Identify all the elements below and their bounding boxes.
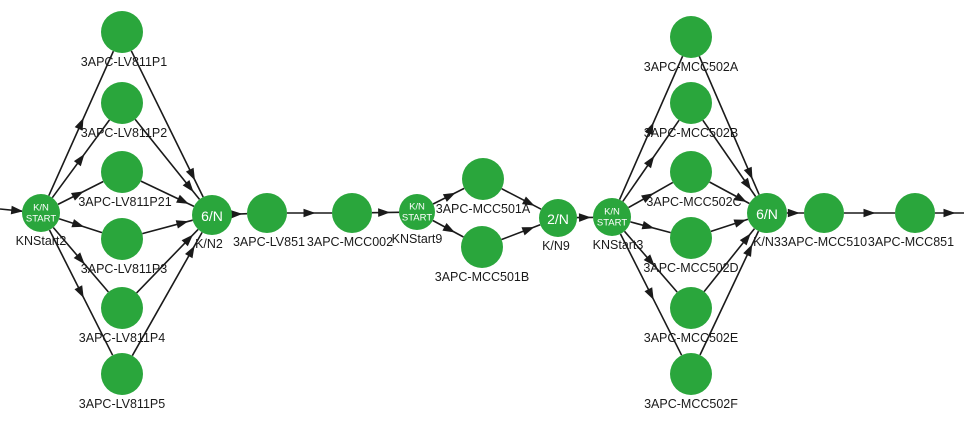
arrowhead-icon [185,167,195,181]
arrowhead-icon [73,252,85,265]
label-layer: KNStart2 3APC-LV811P1 3APC-LV811P2 3APC-LV8… [16,55,954,411]
node-lv811p5[interactable] [101,353,143,395]
node-lv811p21[interactable] [101,151,143,193]
arrowhead-icon [733,219,747,228]
arrowhead-icon [71,191,84,201]
node-lv811p2[interactable] [101,82,143,124]
node-label-lv811p3: 3APC-LV811P3 [81,262,167,276]
node-label-kn3: K/N3 [753,235,781,249]
arrowhead-icon [182,180,194,193]
node-mcc501b[interactable] [461,226,503,268]
arrowhead-icon [644,122,654,136]
node-label-mcc002: 3APC-MCC002 [307,235,393,249]
node-label-mcc502d: 3APC-MCC502D [643,261,738,275]
node-start-text-line2: START [402,213,432,224]
node-gate-text: 6/N [201,208,223,224]
arrowhead-icon [578,213,591,222]
node-label-mcc501a: 3APC-MCC501A [436,202,531,216]
node-mcc002[interactable] [332,193,372,233]
node-kn3[interactable] [747,193,787,233]
arrowhead-icon [641,221,655,230]
node-mcc510[interactable] [804,193,844,233]
arrowhead-icon [185,245,195,259]
node-label-mcc502e: 3APC-MCC502E [644,331,738,345]
node-label-lv811p21: 3APC-LV811P21 [78,195,171,209]
arrowhead-icon [740,177,752,190]
node-label-lv851: 3APC-LV851 [233,235,305,249]
node-start-text-line2: START [597,218,627,229]
node-label-mcc502f: 3APC-MCC502F [644,397,738,411]
node-label-mcc510: 3APC-MCC510 [781,235,867,249]
node-knstart2[interactable] [22,194,60,232]
node-lv811p3[interactable] [101,218,143,260]
arrowhead-icon [71,219,85,228]
node-label-knstart2: KNStart2 [16,234,67,248]
node-start-text-line1: K/N [33,203,49,214]
node-mcc502b[interactable] [670,82,712,124]
arrowhead-icon [73,154,85,167]
arrowhead-icon [644,287,654,300]
arrowhead-icon [734,192,747,202]
arrowhead-icon [743,244,753,257]
node-lv811p1[interactable] [101,11,143,53]
node-label-lv811p2: 3APC-LV811P2 [81,126,167,140]
node-mcc502f[interactable] [670,353,712,395]
arrowhead-icon [644,155,655,169]
node-label-knstart9: KNStart9 [392,232,443,246]
arrowhead-icon [74,285,84,298]
arrowhead-icon [175,220,189,229]
node-knstart3[interactable] [593,198,631,236]
node-start-text-line2: START [26,214,56,225]
arrowhead-icon [787,208,800,218]
node-label-mcc502b: 3APC-MCC502B [644,126,738,140]
node-mcc502c[interactable] [670,151,712,193]
node-kn2[interactable] [192,195,232,235]
arrowhead-icon [378,208,391,217]
node-mcc502a[interactable] [670,16,712,58]
node-label-lv811p1: 3APC-LV811P1 [81,55,167,69]
arrowhead-icon [739,233,751,246]
node-mcc501a[interactable] [462,158,504,200]
node-lv811p4[interactable] [101,287,143,329]
arrowhead-icon [10,205,24,215]
node-start-text-line1: K/N [604,207,620,218]
node-mcc851[interactable] [895,193,935,233]
arrowhead-icon [863,208,876,218]
arrowhead-icon [74,117,84,131]
node-label-lv811p5: 3APC-LV811P5 [79,397,165,411]
node-label-knstart3: KNStart3 [593,238,644,252]
node-label-kn2: K/N2 [195,237,223,251]
arrowhead-icon [442,192,456,202]
node-gate-text: 2/N [547,211,569,227]
arrowhead-icon [442,223,455,233]
node-gate-text: 6/N [756,206,778,222]
node-mcc502d[interactable] [670,217,712,259]
node-knstart9[interactable] [399,194,435,230]
node-label-lv811p4: 3APC-LV811P4 [79,331,165,345]
arrowhead-icon [230,210,243,219]
node-label-mcc851: 3APC-MCC851 [868,235,954,249]
node-label-mcc502c: 3APC-MCC502C [646,195,741,209]
node-kn9[interactable] [539,199,577,237]
edge-connector [501,224,541,241]
arrowhead-icon [641,193,654,203]
arrowhead-icon [521,227,535,236]
arrowhead-icon [943,208,956,218]
arrowhead-icon [643,254,655,267]
arrowhead-icon [743,166,753,180]
node-start-text-line1: K/N [409,202,425,213]
node-label-mcc502a: 3APC-MCC502A [644,60,739,74]
arrowhead-icon [522,196,535,206]
arrowhead-icon [176,194,189,204]
node-mcc502e[interactable] [670,287,712,329]
node-label-kn9: K/N9 [542,239,570,253]
node-label-mcc501b: 3APC-MCC501B [435,270,529,284]
arrowhead-icon [181,234,193,247]
edge-layer [0,50,964,357]
arrowhead-icon [303,208,316,218]
node-lv851[interactable] [247,193,287,233]
